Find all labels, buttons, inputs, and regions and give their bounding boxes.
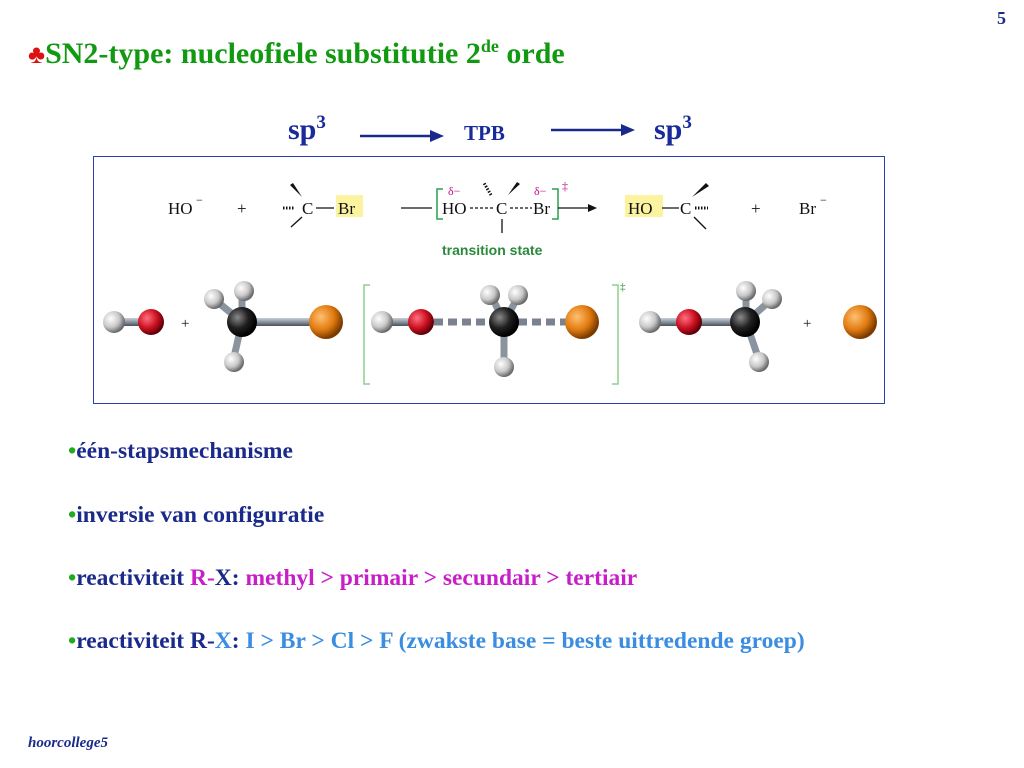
hydrogen-atom <box>494 357 514 377</box>
hydrogen-atom <box>234 281 254 301</box>
nucleophile-charge: − <box>196 193 203 207</box>
carbon-atom <box>227 307 257 337</box>
wedge-bond <box>290 183 302 197</box>
hydrogen-atom <box>103 311 125 333</box>
ho-highlight <box>625 195 663 217</box>
ts-bracket-right <box>552 188 559 220</box>
hydrogen-atom <box>639 311 661 333</box>
plain-bond <box>290 216 303 228</box>
leaving-group-br: Br <box>338 199 355 218</box>
product-carbon: C <box>680 199 691 218</box>
ts-carbon: C <box>496 199 507 218</box>
arrow-head-icon <box>588 204 597 212</box>
ts-delta-left: δ− <box>448 184 461 198</box>
oxygen-atom <box>676 309 702 335</box>
nucleophile-ho: HO <box>168 199 193 218</box>
wedge-bond <box>508 182 520 195</box>
bullet-item: •reactiviteit R-X: methyl > primair > se… <box>68 565 638 591</box>
hydrogen-atom <box>204 289 224 309</box>
hybridization-tpb: TPB <box>464 121 505 145</box>
oxygen-atom <box>408 309 434 335</box>
reaction-scheme: HO − + C Br δ− δ− ‡ HO C Br transition s… <box>103 179 877 385</box>
ts-dagger: ‡ <box>562 179 568 193</box>
ts-model-dagger: ‡ <box>620 281 626 293</box>
club-icon: ♣ <box>28 40 46 69</box>
ts-bracket-left <box>436 188 443 220</box>
ts-ho: HO <box>442 199 467 218</box>
plus-sign: + <box>751 199 761 218</box>
plus-sign: + <box>181 316 189 332</box>
bromine-atom <box>309 305 343 339</box>
title-text-end: orde <box>498 37 565 70</box>
slide-number: 5 <box>997 8 1006 28</box>
hydrogen-atom <box>224 352 244 372</box>
hydrogen-atom <box>749 352 769 372</box>
transition-state-label: transition state <box>442 242 543 258</box>
hashed-bond <box>482 182 493 196</box>
hydrogen-atom <box>508 285 528 305</box>
hydroxide-model <box>103 309 164 335</box>
ts-model-bracket-right <box>612 284 619 385</box>
hybridization-left: sp3 <box>288 112 326 146</box>
hydrogen-atom <box>480 285 500 305</box>
hydrogen-atom <box>371 311 393 333</box>
footer-label: hoorcollege5 <box>28 735 108 751</box>
sn2-reaction-figure: HO − + C Br δ− δ− ‡ HO C Br transition s… <box>93 156 885 404</box>
arrow-right-icon <box>551 124 635 136</box>
plus-sign: + <box>803 316 811 332</box>
product-ho: HO <box>628 199 653 218</box>
plus-sign: + <box>237 199 247 218</box>
br-highlight <box>336 195 363 217</box>
plain-bond <box>693 216 707 230</box>
transition-state-model <box>371 285 599 377</box>
hybridization-right: sp3 <box>654 112 692 146</box>
carbon-label: C <box>302 199 313 218</box>
bullet-item: •reactiviteit R-X: I > Br > Cl > F (zwak… <box>68 628 805 654</box>
title-text: SN2-type: nucleofiele substitutie 2 <box>45 37 481 70</box>
arrow-right-icon <box>360 130 444 142</box>
bromide-charge: − <box>820 193 827 207</box>
carbon-atom <box>489 307 519 337</box>
carbon-atom <box>730 307 760 337</box>
hydrogen-atom <box>736 281 756 301</box>
methyl-bromide-model <box>204 281 343 372</box>
bromine-atom <box>565 305 599 339</box>
ts-br: Br <box>533 199 550 218</box>
bullet-item: •één-stapsmechanisme <box>68 438 293 464</box>
bullet-item: •inversie van configuratie <box>68 502 325 528</box>
bromide-br: Br <box>799 199 816 218</box>
slide-title: ♣SN2-type: nucleofiele substitutie 2de o… <box>28 36 565 71</box>
title-superscript: de <box>480 36 499 56</box>
bromide-ion-model <box>843 305 877 339</box>
methanol-model <box>639 281 782 372</box>
hydrogen-atom <box>762 289 782 309</box>
wedge-bond <box>692 183 709 197</box>
ts-model-bracket-left <box>363 284 370 385</box>
ts-delta-right: δ− <box>534 184 547 198</box>
oxygen-atom <box>138 309 164 335</box>
